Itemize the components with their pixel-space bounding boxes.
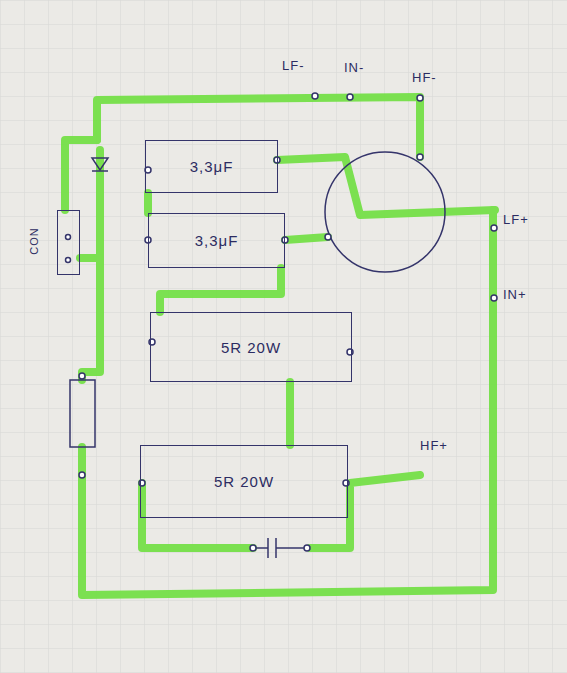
terminal-label: LF-: [282, 58, 305, 73]
part-value: CON: [28, 227, 40, 254]
wire: [148, 193, 149, 213]
part-value: 5R 20W: [214, 473, 274, 490]
terminal-label: HF-: [412, 70, 437, 85]
terminal-label: LF+: [503, 212, 529, 227]
wire: [290, 382, 291, 445]
terminal-label: IN+: [503, 287, 527, 302]
diode-symbol: [92, 158, 108, 170]
part-value: 3,3μF: [195, 232, 239, 249]
part-value: 3,3μF: [190, 158, 234, 175]
terminal-label: HF+: [420, 438, 448, 453]
component-box: 5R 20W: [150, 312, 352, 382]
component-box: 3,3μF: [148, 213, 285, 268]
part-value: 5R 20W: [221, 339, 281, 356]
terminal-dots: [66, 93, 498, 551]
terminal-label: IN-: [344, 60, 364, 75]
component-box: 3,3μF: [145, 140, 278, 193]
connector-box: CON: [57, 210, 80, 275]
speaker-symbol: [325, 152, 445, 272]
component-box: 5R 20W: [140, 445, 348, 518]
resistor-symbol: [70, 380, 95, 447]
wire: [160, 268, 281, 312]
